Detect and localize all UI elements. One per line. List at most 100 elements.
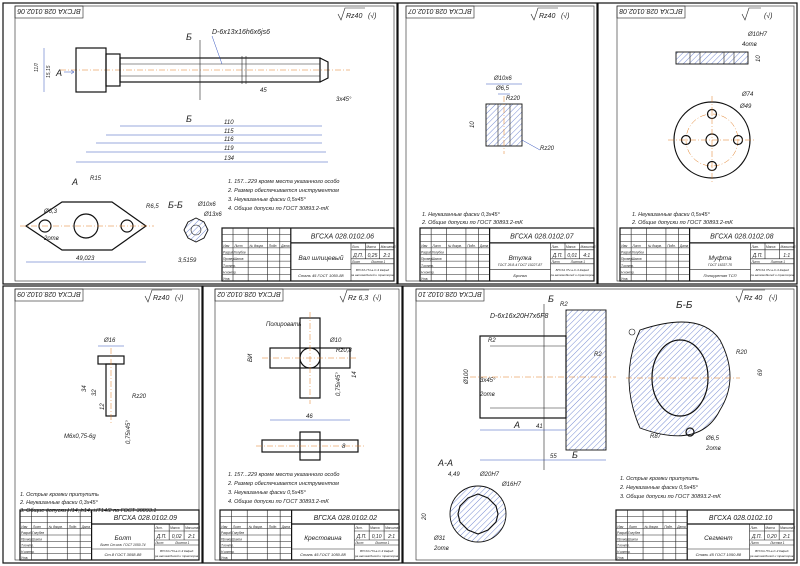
svg-text:Ø100: Ø100 (464, 369, 470, 385)
svg-text:11Л: 11Л (34, 63, 40, 72)
svg-text:0,75x45°: 0,75x45° (126, 420, 132, 444)
tb-role: Провер. (21, 537, 33, 541)
tb-material: Сталь 45 ГОСТ 1050-88 (300, 552, 346, 557)
roughness-09: Rz40 (153, 295, 169, 302)
svg-text:(√): (√) (764, 12, 773, 20)
tb-col-header: Масштаб (780, 526, 795, 530)
svg-text:Rz20: Rz20 (540, 146, 555, 152)
tb-material: Полиуретан ТСП (704, 273, 737, 278)
tb-part-name: Вал шлицевый (298, 254, 344, 262)
svg-text:Rz0,8: Rz0,8 (336, 348, 352, 354)
svg-text:M6x0,75-6g: M6x0,75-6g (64, 434, 96, 440)
svg-text:А: А (55, 68, 62, 78)
tb-sheets: Листов 1 (770, 260, 785, 264)
svg-text:Б: Б (186, 114, 192, 124)
tb-role: Разраб. (223, 251, 235, 255)
svg-text:2отв: 2отв (479, 392, 495, 398)
tb-header-cell: Лист (632, 244, 642, 248)
svg-text:115: 115 (224, 129, 234, 135)
section-label-10b: Б-Б (676, 300, 693, 311)
tb-col-value: Д.П. (356, 534, 367, 540)
tb-part-name: Крестовина (304, 535, 342, 542)
tb-role: Т.контр. (21, 544, 34, 548)
tb-role: Н.контр. (223, 270, 237, 274)
tb-org: ра автомобилей и тракторов (749, 554, 794, 558)
tb-sheet: Лист (154, 541, 164, 545)
corner-stamp-06: ВГСХА 028.0102.06 (17, 7, 80, 14)
svg-text:Ø74: Ø74 (741, 92, 754, 98)
svg-text:3. Общие допуски по ГОСТ 30893: 3. Общие допуски по ГОСТ 30893.2-mK (620, 494, 721, 500)
tb-material-std: Болт Ст.ков. ГОСТ 1050-74 (100, 543, 145, 547)
svg-text:4,49: 4,49 (448, 472, 460, 478)
svg-text:3. Общие допуски H14, h14, ±IT: 3. Общие допуски H14, h14, ±IT14/2 по ГО… (20, 508, 156, 514)
tb-person: Голубев (234, 251, 246, 255)
svg-text:Ø6,5: Ø6,5 (705, 436, 720, 442)
tb-header-cell: Изм (421, 244, 428, 248)
svg-text:2. Общие допуски по ГОСТ 30893: 2. Общие допуски по ГОСТ 30893.2-mK (631, 220, 733, 226)
svg-text:R2: R2 (594, 352, 602, 358)
drawing-coupling: Ø10H7 4отв 10 Ø74 Ø49 1. Неуказанные фас… (631, 32, 768, 226)
svg-text:Ø49: Ø49 (739, 104, 752, 110)
svg-text:R87: R87 (650, 434, 662, 440)
svg-text:ВИ: ВИ (248, 353, 254, 362)
tb-designation: ВГСХА 028.0102.10 (709, 515, 772, 522)
tb-person: Голубев (628, 531, 640, 535)
svg-text:45: 45 (260, 88, 267, 94)
tb-role: Т.контр. (617, 544, 630, 548)
tb-org: ВГСХА ПЧ-а-С-3 Кафед (756, 268, 790, 272)
tb-header-cell: Дата (281, 525, 291, 529)
svg-text:134: 134 (224, 156, 235, 162)
tb-role: Провер. (221, 537, 233, 541)
tb-col-header: Масштаб (581, 245, 596, 249)
roughness-02: Rz 6,3 (348, 295, 368, 302)
tb-col-value: 0,02 (172, 534, 182, 540)
svg-text:3. Неуказанные фаски 0,5х45°: 3. Неуказанные фаски 0,5х45° (228, 197, 307, 203)
tb-person: Шахов (234, 257, 244, 261)
drawing-segment: D-6x16x20H7x6F8 R2 R2 R2 Ø100 3x45° 2отв… (422, 294, 764, 552)
tb-role: Провер. (223, 257, 235, 261)
svg-text:Ø10H7: Ø10H7 (747, 32, 768, 38)
tb-org: ра автомобилей и тракторов (750, 273, 795, 277)
tb-person: Шахов (628, 537, 638, 541)
tb-col-header: Лит. (354, 526, 363, 530)
svg-text:2. Неуказанные фаски 0,5х45°: 2. Неуказанные фаски 0,5х45° (619, 485, 699, 491)
section-label-06: Б-Б (168, 200, 183, 210)
tb-col-value: Д.П. (751, 534, 762, 540)
tb-role: Разраб. (421, 251, 433, 255)
tb-header-cell: Дата (479, 244, 489, 248)
tb-material-std: ГОСТ 26.8-4 ГОСТ 10227-87 (498, 263, 542, 267)
svg-text:Ø10x6: Ø10x6 (493, 76, 512, 82)
svg-text:4отв: 4отв (742, 42, 757, 48)
tb-col-value: 2:1 (382, 253, 390, 259)
spline-label-06: D-6x13x16h6x6js6 (212, 29, 270, 36)
tb-header-cell: № докум. (648, 244, 662, 248)
tb-col-value: Д.П. (552, 253, 563, 259)
svg-text:Б: Б (548, 294, 554, 304)
tb-col-header: Лит. (351, 245, 360, 249)
tb-org: ра автомобилей и тракторов (354, 554, 399, 558)
svg-text:R6,5: R6,5 (146, 204, 159, 210)
tb-col-value: 0,01 (567, 253, 577, 259)
tb-designation: ВГСХА 028.0102.06 (311, 233, 374, 240)
svg-text:1. Острые кромки притупить: 1. Острые кромки притупить (20, 492, 99, 498)
svg-text:49,023: 49,023 (76, 256, 95, 262)
svg-text:Б: Б (186, 32, 192, 42)
svg-text:32: 32 (92, 389, 98, 396)
tb-col-value: 2:1 (187, 534, 195, 540)
tb-header-cell: Дата (676, 525, 686, 529)
svg-text:3x45°: 3x45° (480, 378, 496, 384)
tb-role: Провер. (421, 257, 433, 261)
svg-text:46: 46 (306, 414, 313, 420)
drawing-cross: Полировать Ø10 Rz0,8 ВИ 0,75x45° 14 46 8… (227, 312, 364, 505)
tb-col-header: Лит. (751, 245, 760, 249)
tb-header-cell: Лист (32, 525, 42, 529)
svg-text:Ø6,5: Ø6,5 (495, 86, 510, 92)
tb-role: Разраб. (21, 531, 33, 535)
svg-text:119: 119 (224, 146, 234, 152)
svg-text:(√): (√) (175, 294, 184, 302)
corner-stamp-10: ВГСХА 028.0102.10 (418, 290, 481, 297)
tb-header-cell: Изм (621, 244, 628, 248)
drawing-spline-shaft: Б Б D-6x13x16h6x6js6 А 11Л 15,15 45 3x45… (20, 29, 352, 264)
roughness-07: Rz40 (539, 13, 555, 20)
